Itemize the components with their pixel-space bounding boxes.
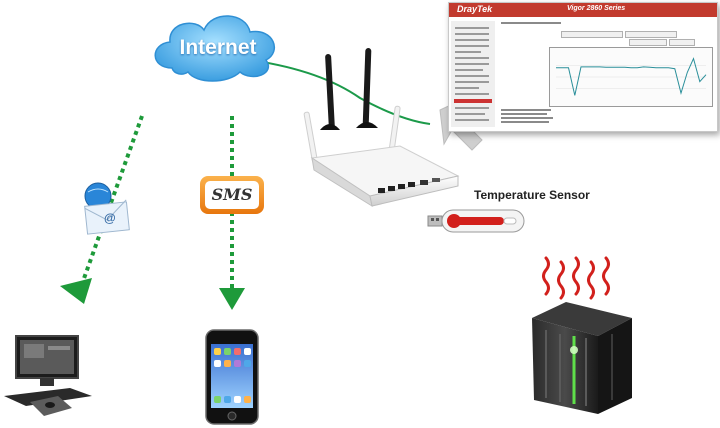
ui-stat-line-3 <box>501 117 553 119</box>
ui-refresh-button <box>669 39 695 46</box>
ui-page-title <box>501 22 561 24</box>
ui-chart-series-line <box>556 57 707 96</box>
ui-tab-graph <box>625 31 677 38</box>
email-icon: @ <box>84 182 130 235</box>
server-icon <box>532 302 632 414</box>
temperature-sensor-label: Temperature Sensor <box>474 188 590 202</box>
draytek-logo: DrayTek <box>457 4 493 14</box>
cloud-label: Internet <box>179 36 257 59</box>
sms-label: SMS <box>211 185 253 204</box>
ui-stat-line-2 <box>501 113 547 115</box>
router-antennas <box>303 48 401 163</box>
usb-thermometer-icon <box>427 209 525 233</box>
ui-stat-line-4 <box>501 121 549 123</box>
sms-icon <box>200 176 264 214</box>
heat-waves-icon <box>542 256 610 300</box>
svg-text:@: @ <box>104 211 116 225</box>
ui-select <box>629 39 667 46</box>
model-name: Vigor 2860 Series <box>567 5 626 12</box>
router-icon <box>310 145 460 208</box>
ui-sidebar <box>451 21 495 127</box>
sms-route-arrow <box>219 116 245 310</box>
internet-link-line <box>249 59 431 125</box>
computer-icon <box>4 335 92 416</box>
ui-chart-svg <box>556 57 707 96</box>
cloud-icon <box>154 15 276 82</box>
ui-tab-settings <box>561 31 623 38</box>
email-route-arrow <box>60 115 144 304</box>
ui-stat-line-1 <box>501 109 551 111</box>
ui-temperature-chart <box>549 47 713 107</box>
ui-header-bar: DrayTek Vigor 2860 Series <box>449 3 717 17</box>
web-ui-screenshot: DrayTek Vigor 2860 Series <box>448 2 718 132</box>
smartphone-icon <box>205 329 259 425</box>
